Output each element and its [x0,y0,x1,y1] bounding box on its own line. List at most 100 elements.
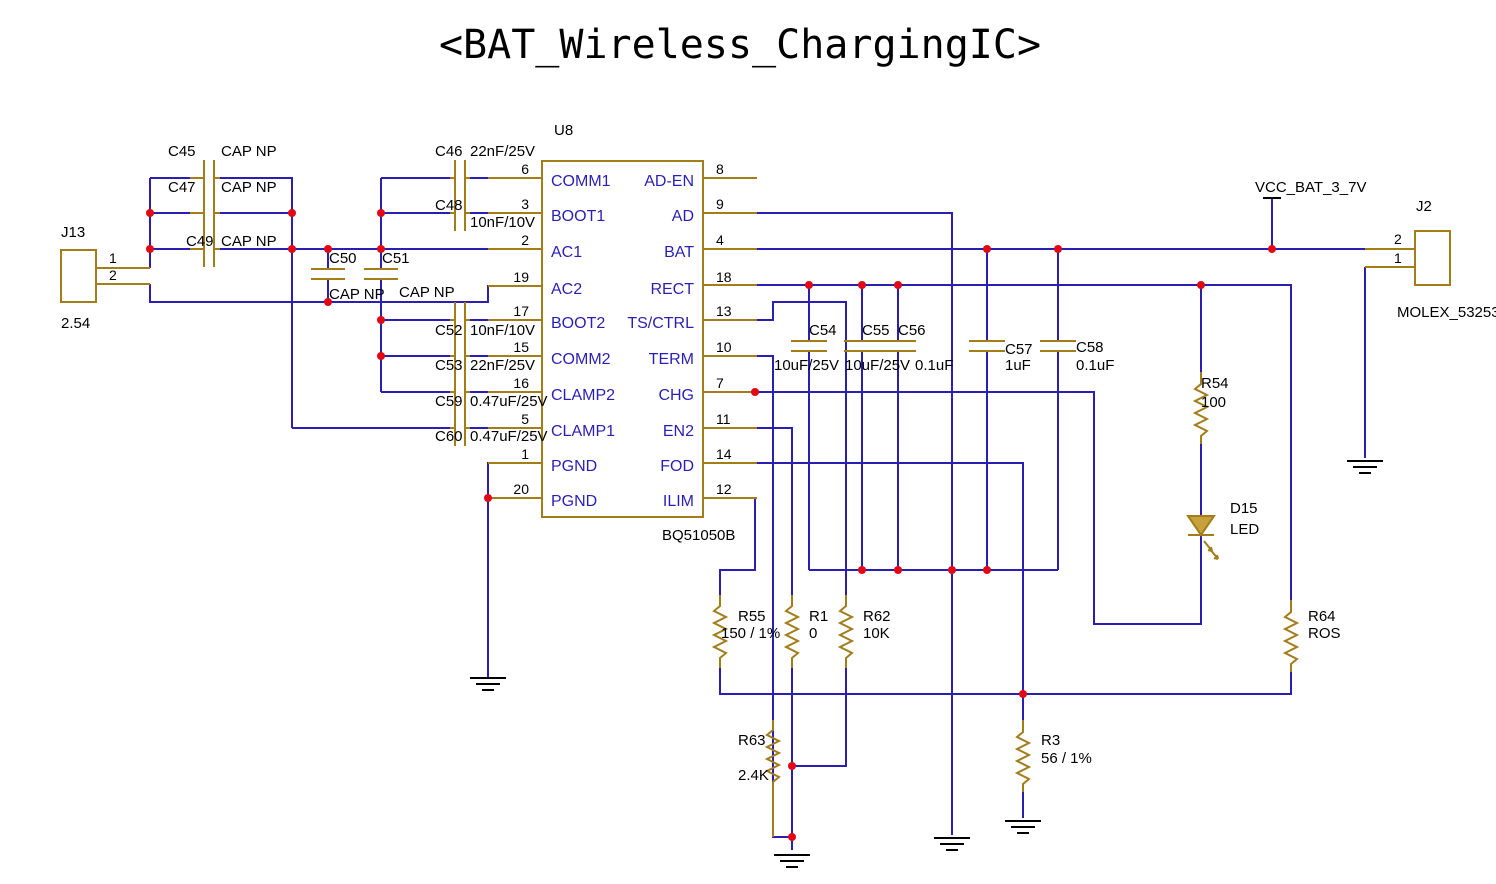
ground-icon [934,837,970,851]
res-ref: R55 [738,608,766,625]
resistor-r63[interactable] [764,720,782,837]
connector-value: 2.54 [61,315,90,332]
connector-ref: J2 [1416,198,1432,215]
resistor-r1[interactable] [783,595,801,668]
res-value: 10K [863,625,890,642]
cap-value: 22nF/25V [470,357,535,374]
wire-term [755,355,792,838]
ic-pin-number: 1 [521,446,529,462]
ground-icon [1347,460,1383,474]
cap-ref: C48 [435,197,463,214]
ic-right-pin-leads [703,177,757,499]
resistor-labels: R55 150 / 1% R1 0 R62 10K R63 2.4K R3 56… [721,375,1341,784]
cap-value: 10uF/25V [845,357,910,374]
ic-u8[interactable]: U8 BQ51050B COMM16BOOT13AC12AC219BOOT217… [488,122,757,544]
res-value: ROS [1308,625,1341,642]
resistor-r64[interactable] [1282,600,1300,672]
ic-pin-name: AD [672,208,694,225]
capacitors [190,160,1076,446]
pin-number: 2 [109,267,117,283]
led-d15[interactable]: D15 LED [1186,500,1259,560]
cap-value: 0.1uF [915,357,953,374]
cap-ref: C60 [435,428,463,445]
res-ref: R64 [1308,608,1336,625]
ic-pin-name: RECT [650,281,694,298]
led-value: LED [1230,521,1259,538]
res-ref: R63 [738,732,766,749]
wire-c45-loop [150,177,293,428]
cap-ref: C57 [1005,341,1033,358]
ic-left-pin-leads [488,177,542,499]
capacitor-c50[interactable] [311,268,345,280]
resistor-r3[interactable] [1014,720,1032,792]
capacitor-c52[interactable] [450,302,470,338]
capacitor-c58[interactable] [1040,340,1076,352]
pin-number: 1 [109,250,117,266]
cap-value: 0.47uF/25V [470,393,548,410]
capacitor-c47[interactable] [190,195,220,231]
capacitor-c49[interactable] [190,231,220,267]
ic-pin-name: CLAMP2 [551,387,615,404]
ic-pin-name: BOOT2 [551,315,605,332]
wire-ts-ctrl [755,301,847,595]
capacitor-c59[interactable] [450,374,470,410]
res-value: 100 [1201,394,1226,411]
capacitor-c48[interactable] [450,195,470,231]
connector-j13[interactable]: J13 2.54 1 2 [60,224,150,332]
capacitor-c46[interactable] [450,160,470,196]
connector-value: MOLEX_53253 [1397,304,1496,321]
capacitor-c60[interactable] [450,410,470,446]
ic-pin-number: 14 [716,446,732,462]
cap-ref: C49 [186,233,214,250]
ic-pin-number: 12 [716,481,732,497]
capacitor-c57[interactable] [969,340,1005,352]
cap-value: 0.1uF [1076,357,1114,374]
wire-fod [755,462,1024,720]
ic-pin-labels: COMM16BOOT13AC12AC219BOOT217COMM215CLAMP… [513,161,731,510]
connector-ref: J13 [61,224,85,241]
ic-body [541,160,704,518]
net-label-vcc: VCC_BAT_3_7V [1255,179,1366,199]
led-ref: D15 [1230,500,1258,517]
capacitor-c56[interactable] [880,340,916,352]
pin-number: 1 [1394,250,1402,266]
cap-ref: C47 [168,179,196,196]
capacitor-c55[interactable] [844,340,880,352]
led-triangle [1186,515,1216,537]
ic-pin-number: 2 [521,232,529,248]
ic-pin-number: 3 [521,196,529,212]
wires [149,177,1366,850]
ic-pin-name: FOD [660,458,694,475]
ic-pin-name: EN2 [663,423,694,440]
resistors [711,372,1300,837]
ic-pin-name: ILIM [663,493,694,510]
ic-pin-name: PGND [551,458,597,475]
cap-ref: C51 [382,250,410,267]
cap-value: 1uF [1005,357,1031,374]
cap-ref: C59 [435,393,463,410]
ic-pin-number: 18 [716,269,732,285]
cap-ref: C55 [862,322,890,339]
ic-pin-name: CLAMP1 [551,423,615,440]
ic-pin-number: 10 [716,339,732,355]
capacitor-c54[interactable] [791,340,827,352]
capacitor-c51[interactable] [364,268,398,280]
cap-value: CAP NP [399,284,455,301]
resistor-r54[interactable] [1192,372,1210,444]
wire-r62-bottom [792,660,847,767]
capacitor-c45[interactable] [190,160,220,196]
cap-value: CAP NP [221,233,277,250]
cap-ref: C53 [435,357,463,374]
resistor-r62[interactable] [837,595,855,668]
resistor-r55[interactable] [711,595,729,668]
ic-pin-name: CHG [658,387,694,404]
capacitor-c53[interactable] [450,338,470,374]
connector-j2[interactable]: J2 MOLEX_53253 2 1 [1365,198,1496,321]
ic-pin-number: 13 [716,303,732,319]
wire-fod-bus [719,668,1292,695]
res-value: 0 [809,625,817,642]
capacitor-labels: C45 CAP NP C47 CAP NP C49 CAP NP C50 CAP… [168,143,1114,445]
res-ref: R1 [809,608,828,625]
cap-value: 22nF/25V [470,143,535,160]
